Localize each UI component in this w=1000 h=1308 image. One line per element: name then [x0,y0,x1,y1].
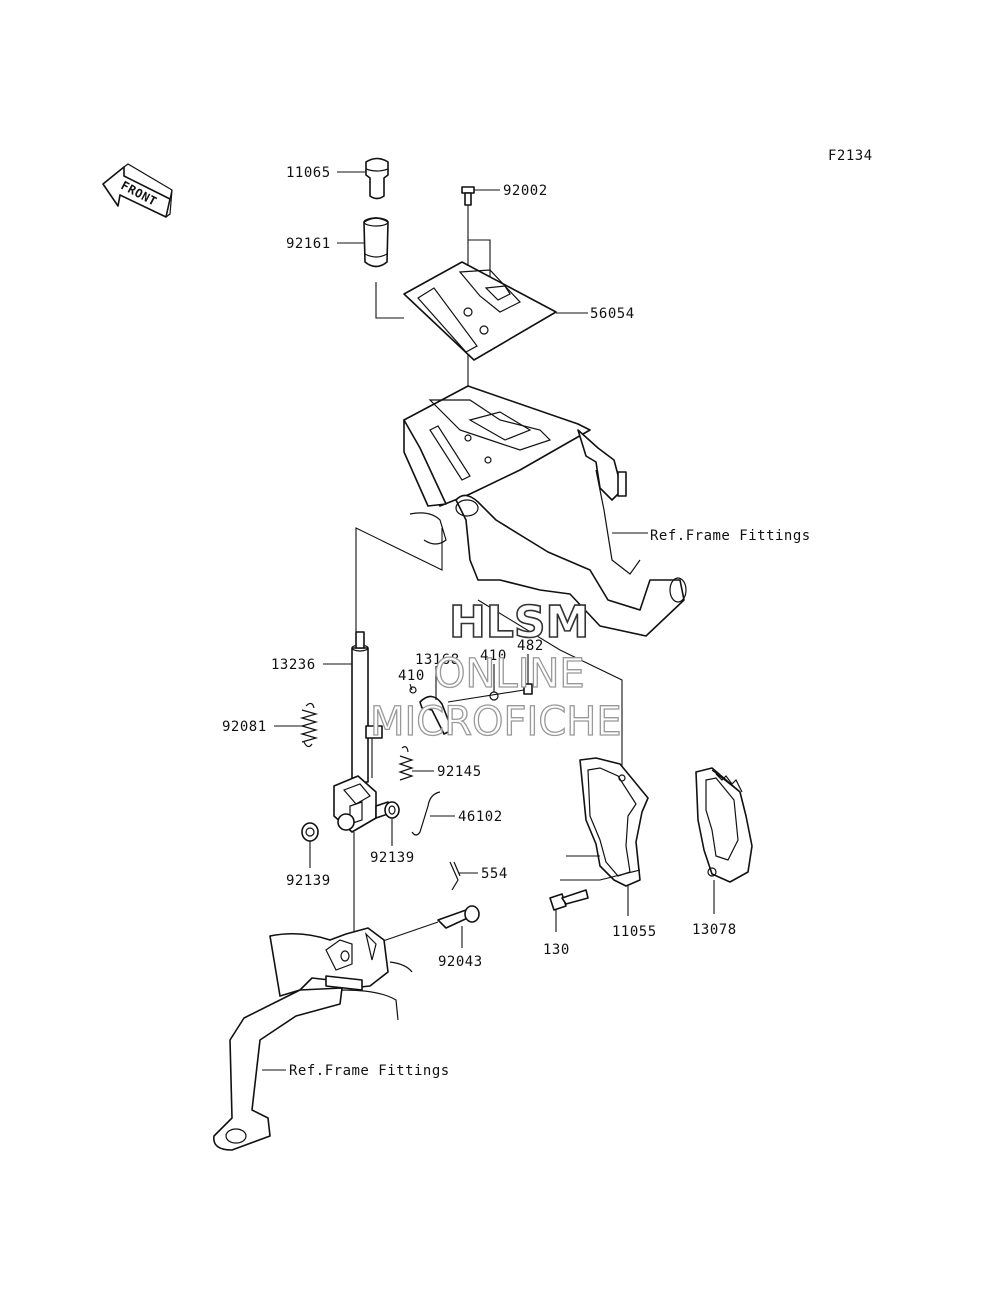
label-46102: 46102 [458,809,503,825]
watermark-line3: MICROFICHE [370,699,622,745]
label-92139-left: 92139 [286,873,331,889]
sleeve-92161 [363,217,389,268]
label-130: 130 [543,942,570,958]
knob-11065 [365,157,389,200]
label-92145: 92145 [437,764,482,780]
label-56054: 56054 [590,306,635,322]
spring-92081 [299,702,319,748]
front-arrow-icon: FRONT [102,163,173,218]
label-11055: 11055 [612,924,657,940]
label-92043: 92043 [438,954,483,970]
rod-46102 [411,791,441,836]
watermark-line2: ONLINE [434,651,585,697]
label-13168: 13168 [415,652,460,668]
bushing-92139-right [384,801,400,819]
label-410-left: 410 [398,668,425,684]
shift-rod-13236 [351,631,369,783]
label-92081: 92081 [222,719,267,735]
watermark: HLSM ONLINE MICROFICHE [369,596,622,745]
figure-code: F2134 [828,148,873,164]
shift-lever-base [333,775,389,833]
shift-gate-plate-56054 [403,261,557,361]
label-13078: 13078 [692,922,737,938]
spring-92145 [398,746,414,781]
lever-13168 [409,683,533,735]
bolt-130 [549,889,589,911]
guard-11055 [579,757,649,887]
label-92002: 92002 [503,183,548,199]
label-554: 554 [481,866,508,882]
bushing-92139-left [301,822,319,842]
label-13236: 13236 [271,657,316,673]
label-ref-frame-lower: Ref.Frame Fittings [289,1063,450,1079]
label-11065: 11065 [286,165,331,181]
label-92161: 92161 [286,236,331,252]
shift-pedal-frame [213,927,413,1151]
label-482: 482 [517,638,544,654]
pivot-bolt-92043 [437,905,480,929]
label-410-right: 410 [480,648,507,664]
label-ref-frame-upper: Ref.Frame Fittings [650,528,811,544]
plate-13078 [695,767,753,883]
watermark-line1: HLSM [449,597,589,648]
label-92139-right: 92139 [370,850,415,866]
pin-554 [449,861,461,891]
shift-bracket-frame [403,385,687,637]
screw-92002 [461,186,475,206]
